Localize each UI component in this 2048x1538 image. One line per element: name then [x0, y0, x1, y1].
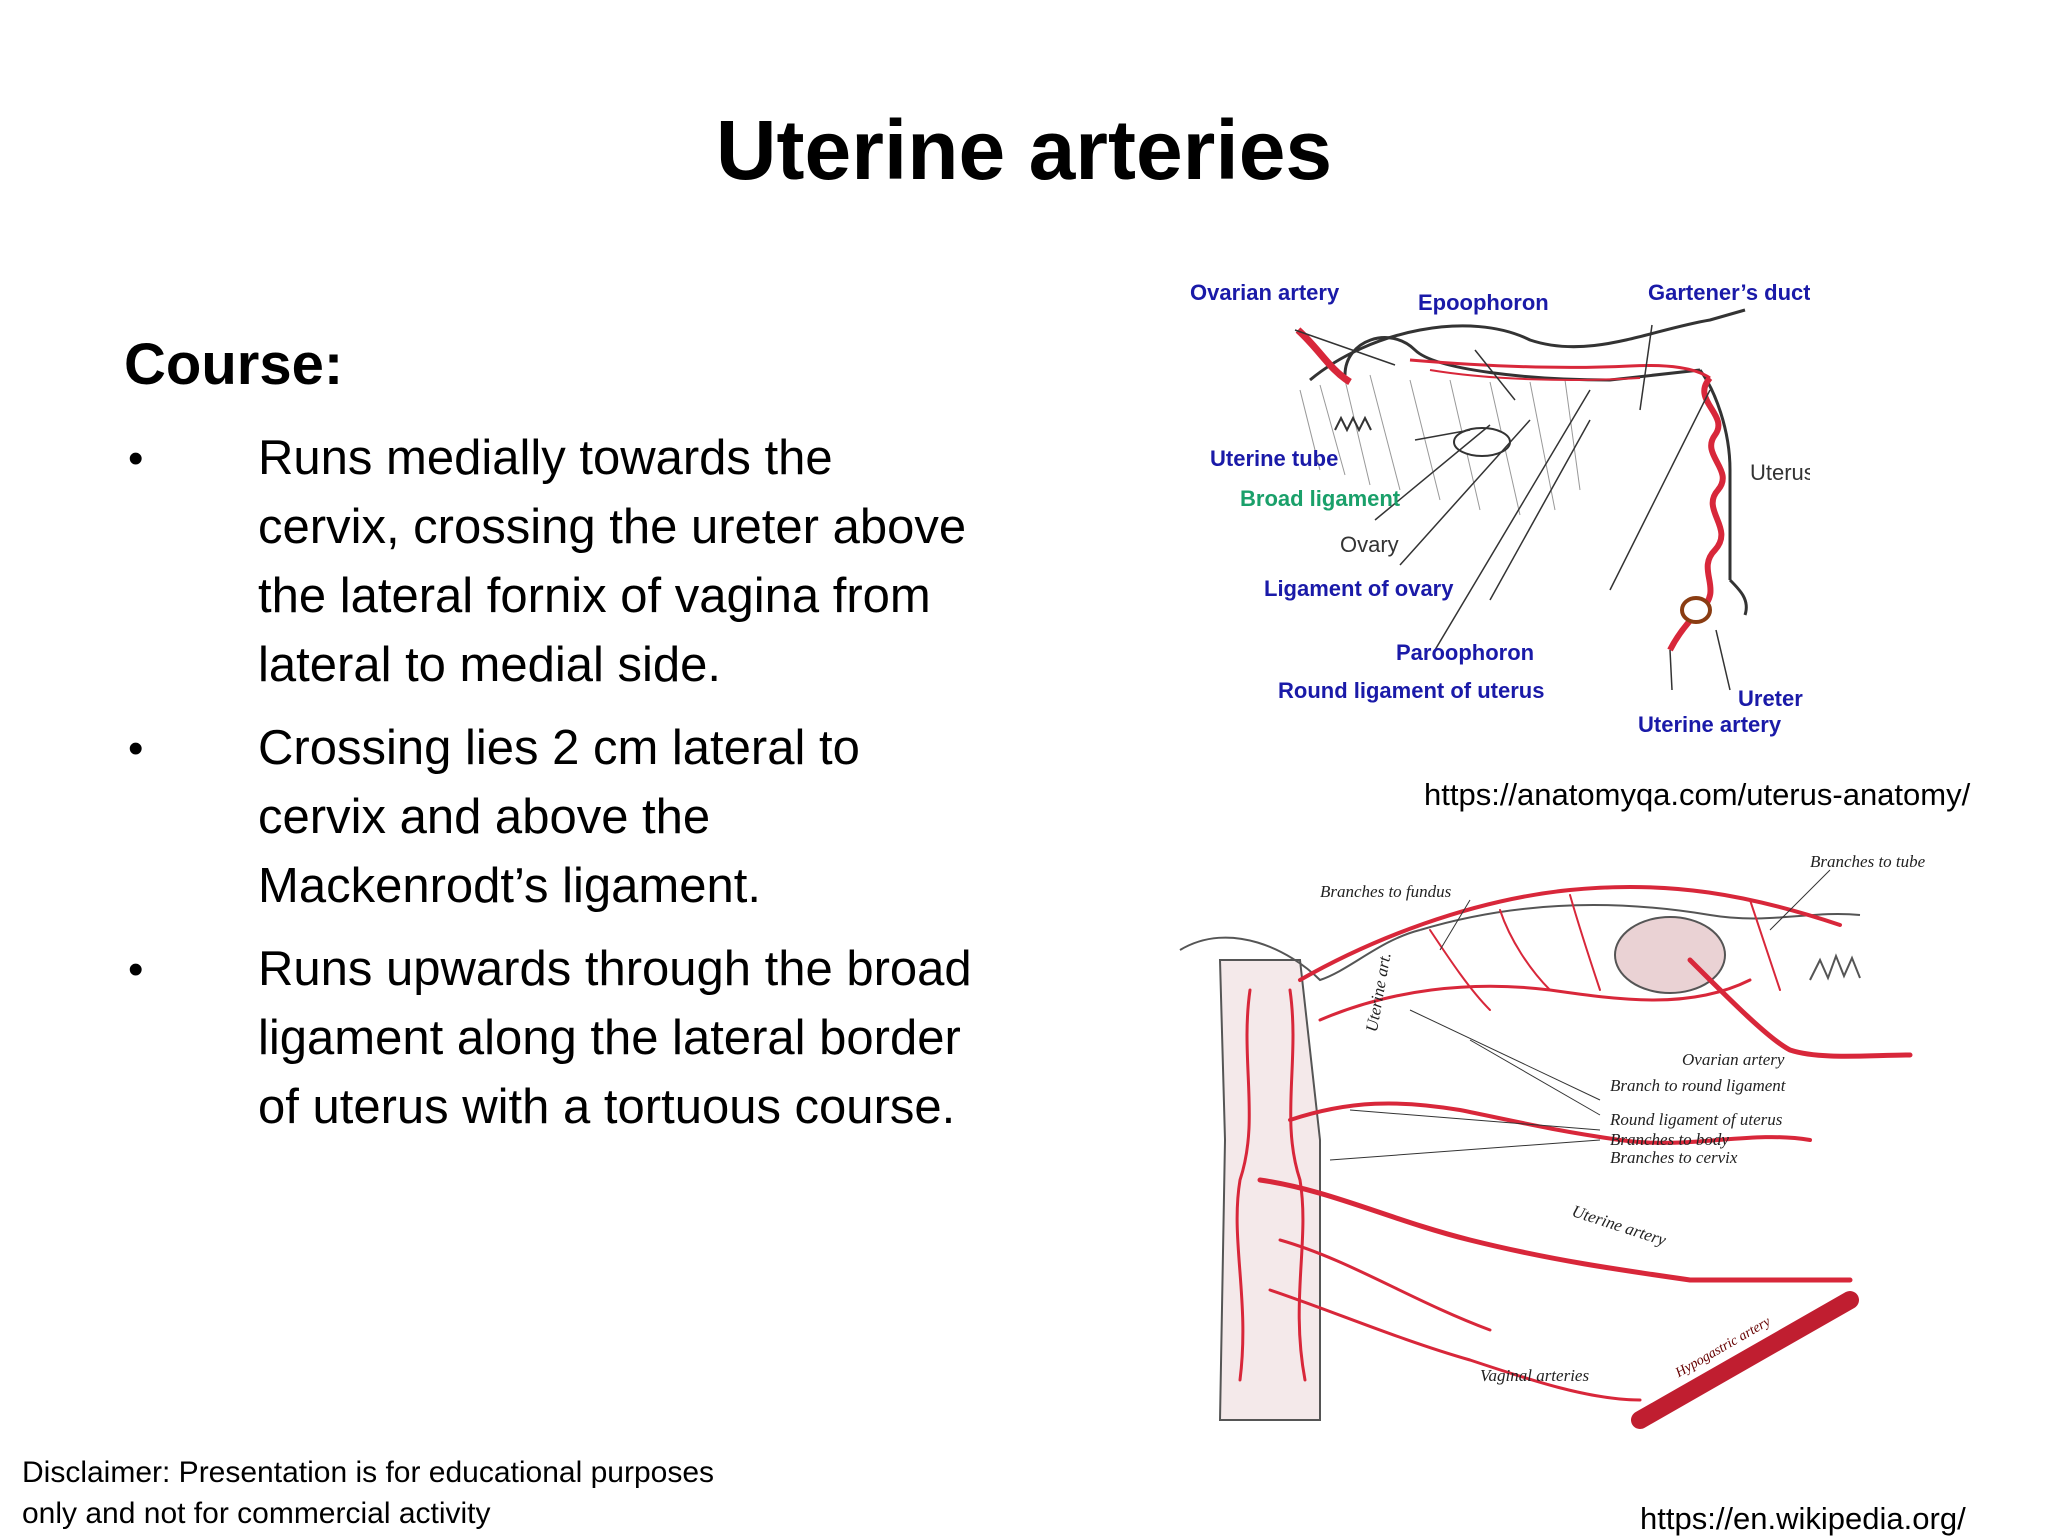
uterus-adnexa-drawing [1294, 308, 1748, 691]
bullet-text: Crossing lies 2 cm lateral to cervix and… [258, 721, 860, 913]
disclaimer-line-1: Disclaimer: Presentation is for educatio… [22, 1456, 715, 1489]
label-uterine-tube: Uterine tube [1210, 446, 1339, 471]
label-garteners-duct: Gartener’s duct [1648, 280, 1810, 305]
label-uterine-artery: Uterine artery [1638, 712, 1782, 737]
label-paroophoron: Paroophoron [1396, 640, 1535, 665]
bullet-text: Runs upwards through the broad ligament … [258, 942, 972, 1134]
label-vaginal-arteries: Vaginal arteries [1480, 1366, 1590, 1385]
label-branches-to-tube: Branches to tube [1810, 852, 1926, 871]
label-epoophoron: Epoophoron [1418, 290, 1549, 315]
bullet-item: • Crossing lies 2 cm lateral to cervix a… [124, 714, 984, 921]
label-branches-to-cervix: Branches to cervix [1610, 1148, 1738, 1167]
bullet-text: Runs medially towards the cervix, crossi… [258, 431, 967, 692]
label-ligament-of-ovary: Ligament of ovary [1264, 576, 1454, 601]
label-uterus: Uterus [1750, 460, 1810, 485]
label-branches-to-fundus: Branches to fundus [1320, 882, 1452, 901]
label-ureter: Ureter [1738, 686, 1803, 711]
label-ovarian-artery: Ovarian artery [1190, 280, 1340, 305]
label-ovarian-artery-bottom: Ovarian artery [1682, 1050, 1785, 1069]
bullet-item: • Runs upwards through the broad ligamen… [124, 935, 984, 1142]
label-round-ligament-of-uterus-bottom: Round ligament of uterus [1610, 1110, 1783, 1129]
image-source-anatomyqa: https://anatomyqa.com/uterus-anatomy/ [1424, 777, 1971, 812]
uterine-vasculature-illustration: Branches to tube Branches to fundus Ovar… [1170, 840, 1960, 1440]
slide-title: Uterine arteries [715, 103, 1333, 197]
uterine-vasculature-drawing [1179, 869, 1913, 1429]
disclaimer-line-2: only and not for commercial activity [22, 1497, 491, 1530]
label-branch-to-round-ligament: Branch to round ligament [1610, 1076, 1786, 1095]
bullet-list: • Runs medially towards the cervix, cros… [124, 424, 984, 1156]
label-broad-ligament: Broad ligament [1240, 486, 1401, 511]
bullet-marker: • [128, 434, 144, 483]
uterus-adnexa-illustration: Ovarian artery Epoophoron Gartener’s duc… [1170, 270, 1810, 750]
disclaimer: Disclaimer: Presentation is for educatio… [22, 1452, 822, 1534]
course-heading: Course: [124, 332, 344, 397]
label-ovary: Ovary [1340, 532, 1399, 557]
bullet-item: • Runs medially towards the cervix, cros… [124, 424, 984, 700]
label-branches-to-body: Branches to body [1610, 1130, 1729, 1149]
label-round-ligament-of-uterus: Round ligament of uterus [1278, 678, 1545, 703]
bullet-marker: • [128, 945, 144, 994]
image-source-wikipedia: https://en.wikipedia.org/ [1640, 1501, 1966, 1536]
bullet-marker: • [128, 724, 144, 773]
